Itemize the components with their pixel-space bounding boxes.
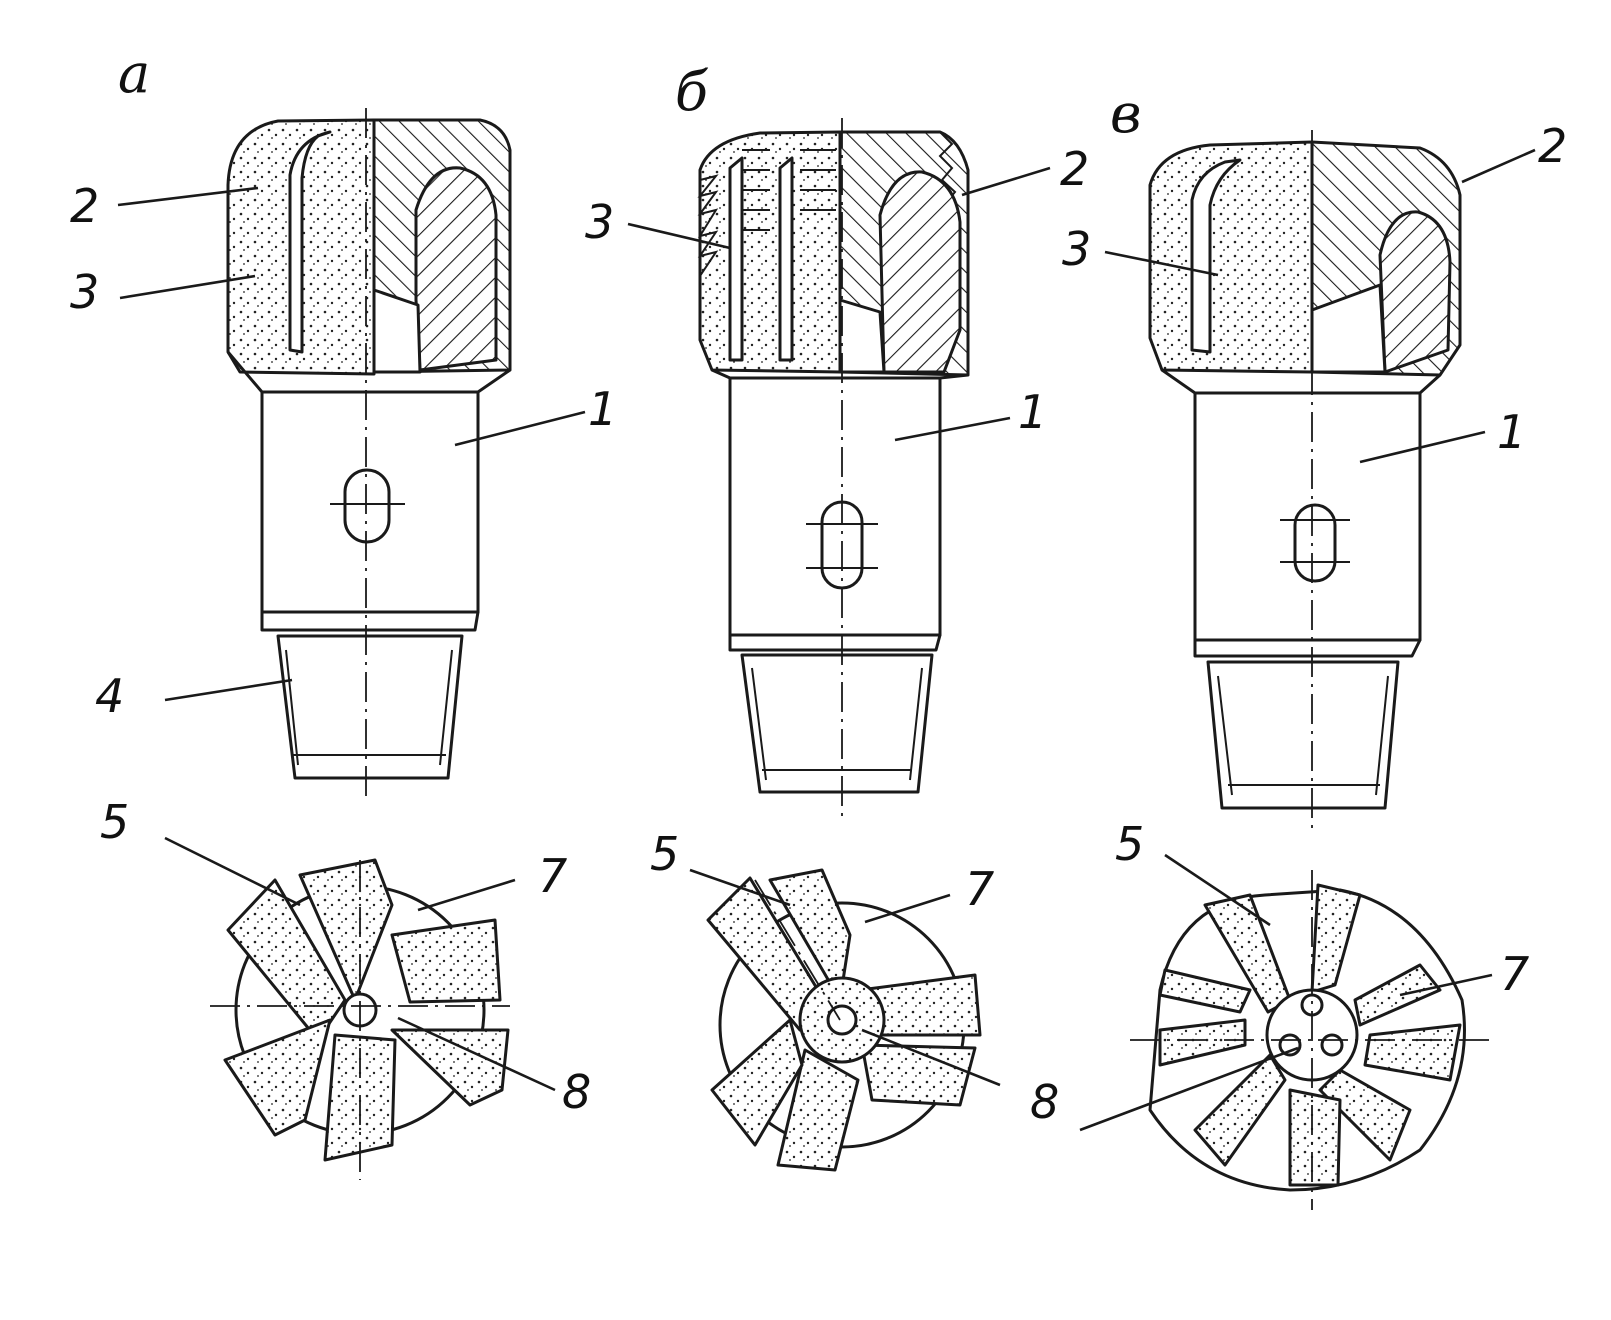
- callout-a-1: 1: [588, 382, 617, 436]
- callout-a-2: 2: [70, 179, 99, 233]
- bit-c-end-view: [1130, 870, 1490, 1210]
- callout-b-8: 8: [1030, 1075, 1059, 1129]
- callout-a-7: 7: [538, 849, 567, 903]
- bit-a-crown: [226, 118, 512, 376]
- callout-b-5: 5: [650, 827, 679, 881]
- bit-c-shank: [1206, 660, 1400, 810]
- callout-b-7: 7: [965, 862, 994, 916]
- callout-b-1: 1: [1018, 385, 1047, 439]
- bit-b-crown: [697, 130, 970, 377]
- bit-a-shank: [276, 634, 464, 780]
- callout-b-2: 2: [1060, 142, 1089, 196]
- bit-c-crown: [1148, 140, 1462, 377]
- view-letter-a: а: [118, 42, 150, 105]
- callout-a-4: 4: [95, 669, 124, 723]
- callout-b-3: 3: [585, 195, 614, 249]
- view-letter-c: в: [1110, 82, 1141, 145]
- bit-c-slot: [1293, 503, 1337, 583]
- bit-b-shank: [740, 653, 934, 794]
- view-c: в: [1062, 82, 1567, 1210]
- bit-b-end-view: [706, 868, 982, 1172]
- bit-a-slot: [343, 468, 391, 544]
- callout-c-5: 5: [1115, 817, 1144, 871]
- view-a: а: [70, 42, 617, 1180]
- callout-a-8: 8: [562, 1065, 591, 1119]
- callout-c-3: 3: [1062, 222, 1091, 276]
- view-letter-b: б: [675, 60, 709, 123]
- callout-c-2: 2: [1538, 119, 1567, 173]
- bit-a-end-view: [210, 858, 510, 1180]
- callout-c-7: 7: [1500, 947, 1529, 1001]
- callout-c-1: 1: [1497, 405, 1526, 459]
- callout-a-5: 5: [100, 795, 129, 849]
- view-b: б: [585, 60, 1089, 1172]
- callout-a-3: 3: [70, 265, 99, 319]
